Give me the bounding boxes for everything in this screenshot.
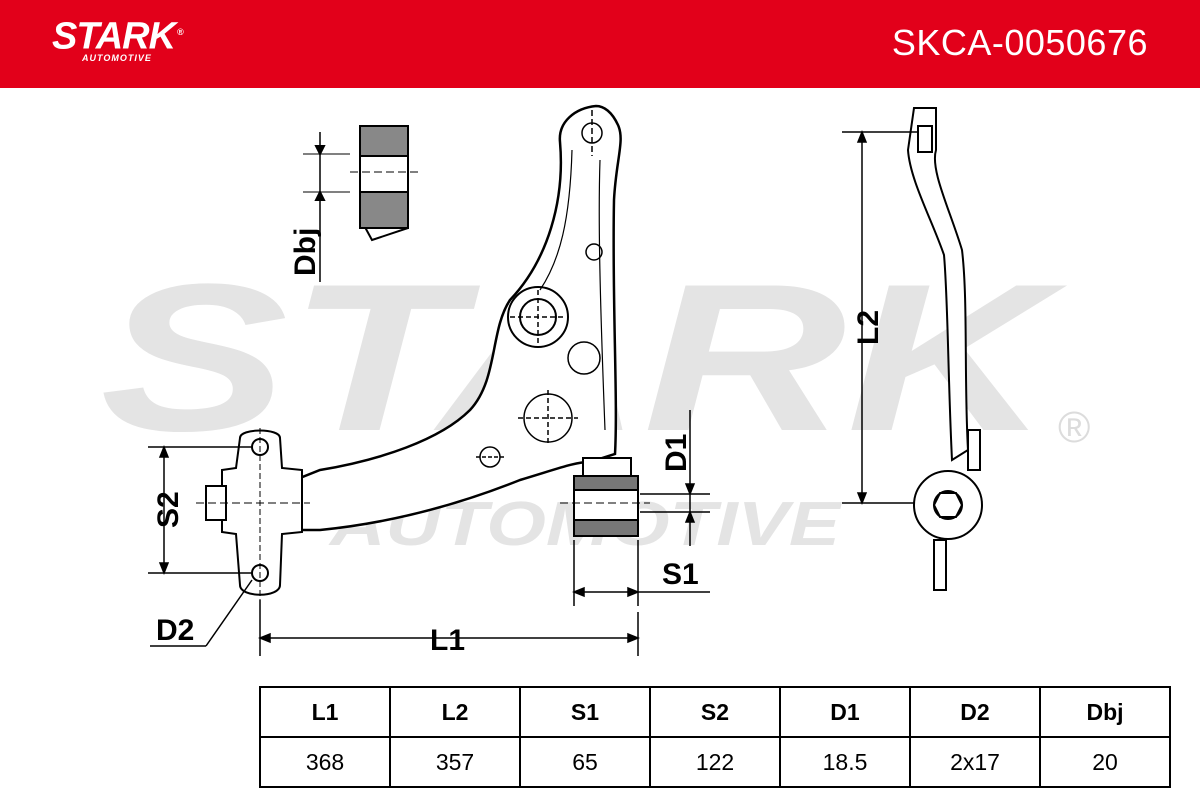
specs-value-row: 368 357 65 122 18.5 2x17 20 [259,737,1171,787]
specs-value-cell: 357 [389,737,521,787]
specs-table: L1 L2 S1 S2 D1 D2 Dbj 368 357 65 122 18.… [259,686,1171,788]
technical-drawing: STARK AUTOMOTIVE ® Dbj [100,104,1090,657]
label-d1: D1 [660,434,693,472]
label-s1: S1 [662,558,699,591]
specs-value-cell: 368 [259,737,391,787]
label-s2: S2 [152,491,185,528]
dimension-lines [148,129,918,656]
rear-bushing [560,457,650,537]
specs-header-cell: S1 [519,687,651,738]
specs-header-row: L1 L2 S1 S2 D1 D2 Dbj [259,687,1171,738]
arm-details [476,110,606,468]
part-number: SKCA-0050676 [891,22,1148,63]
label-dbj: Dbj [289,228,322,276]
specs-header-cell: Dbj [1039,687,1171,738]
header-bar: STARK® AUTOMOTIVE SKCA-0050676 [0,0,1200,88]
brand-name: STARK [52,15,176,58]
ball-joint-detail [303,125,418,282]
side-view [906,107,983,591]
specs-header-cell: L2 [389,687,521,738]
specs-value-cell: 2x17 [909,737,1041,787]
specs-value-cell: 18.5 [779,737,911,787]
brand-logo: STARK® AUTOMOTIVE [52,12,184,63]
watermark-registered: ® [1058,403,1090,452]
front-bracket [196,428,310,600]
specs-header-cell: D2 [909,687,1041,738]
label-d2: D2 [156,614,194,647]
label-l1: L1 [430,624,465,657]
specs-value-cell: 65 [519,737,651,787]
specs-value-cell: 122 [649,737,781,787]
specs-header-cell: L1 [259,687,391,738]
specs-header-cell: S2 [649,687,781,738]
brand-registered-mark: ® [177,27,184,37]
specs-value-cell: 20 [1039,737,1171,787]
control-arm [298,104,622,532]
specs-header-cell: D1 [779,687,911,738]
brand-sub: AUTOMOTIVE [82,52,152,63]
label-l2: L2 [852,310,885,345]
